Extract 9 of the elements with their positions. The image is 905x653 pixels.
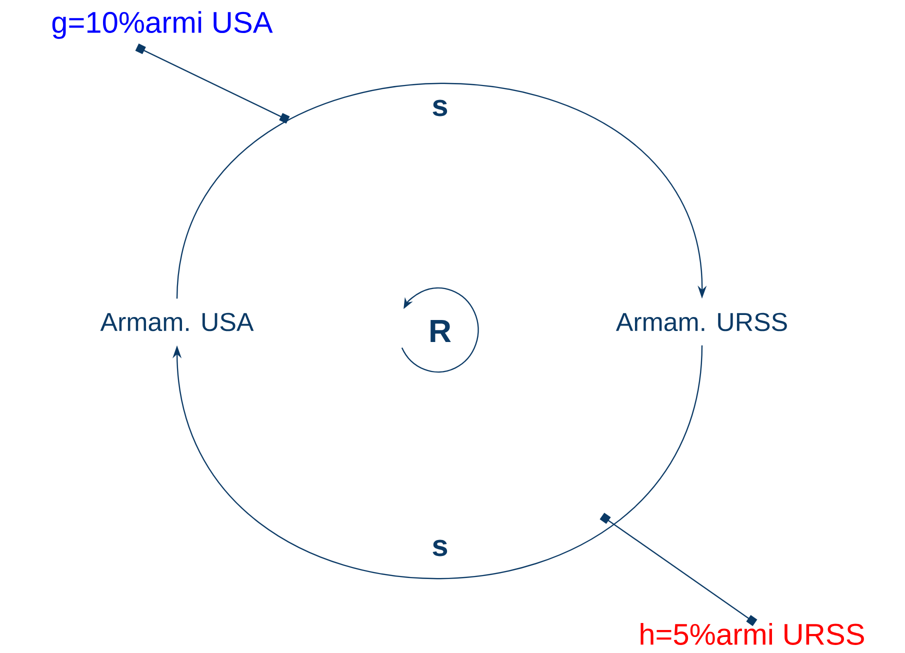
loop-label: R bbox=[430, 320, 451, 342]
stock-label: Armam. USA bbox=[100, 312, 254, 332]
edge-label: s bbox=[430, 538, 450, 558]
stock-label: Armam. URSS bbox=[616, 312, 787, 332]
parameter-label: g=10%armi USA bbox=[52, 11, 273, 39]
edge-label: s bbox=[430, 98, 450, 118]
parameter-label: h=5%armi URSS bbox=[640, 623, 864, 645]
arrow bbox=[172, 345, 703, 580]
arrow bbox=[176, 82, 707, 299]
